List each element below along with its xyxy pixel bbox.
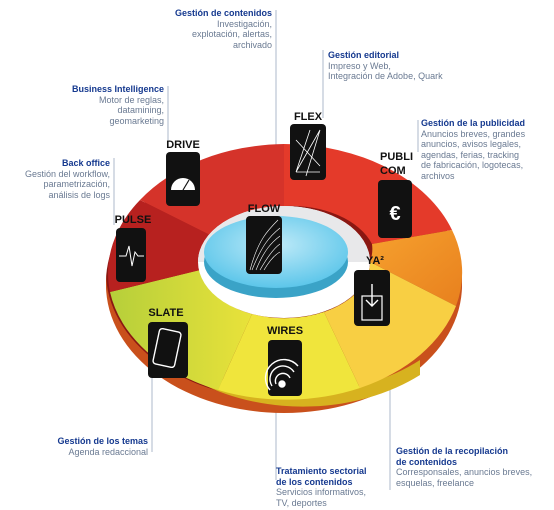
callout-title: Gestión de contenidos <box>174 8 272 18</box>
tile-wires[interactable]: WIRES <box>264 325 303 396</box>
euro-icon: € <box>389 203 400 225</box>
tile-flow[interactable]: FLOW <box>246 203 282 274</box>
callout-title: Gestión de la publicidad <box>421 118 526 128</box>
callout-title: Gestión editorial <box>328 50 400 60</box>
slate-label: SLATE <box>148 307 183 319</box>
callout-gestion-recopilacion: Gestión de la recopilación de contenidos… <box>396 446 552 488</box>
callout-gestion-contenidos: Gestión de contenidos Investigación, exp… <box>140 8 272 50</box>
tile-pulse[interactable]: PULSE <box>115 214 152 282</box>
tile-ya[interactable]: YA² <box>354 255 390 326</box>
segment-publicom <box>370 230 463 306</box>
callout-desc: Corresponsales, anuncios breves, esquela… <box>396 467 533 488</box>
callout-gestion-temas: Gestión de los temas Agenda redaccional <box>10 436 148 457</box>
callout-desc: Gestión del workflow, parametrización, a… <box>24 168 110 200</box>
tile-drive[interactable]: DRIVE <box>166 139 200 206</box>
callout-title: Tratamiento sectorial de los contenidos <box>276 466 367 487</box>
expanding-lines-icon <box>295 129 321 177</box>
pulse-label: PULSE <box>115 214 152 226</box>
callout-title: Back office <box>61 158 110 168</box>
tile-slate[interactable]: SLATE <box>148 307 188 378</box>
ya-label: YA² <box>366 255 384 267</box>
flex-label: FLEX <box>294 111 323 123</box>
callout-desc: Motor de reglas, datamining, geomarketin… <box>98 94 164 126</box>
callout-tratamiento-sectorial: Tratamiento sectorial de los contenidos … <box>276 466 394 508</box>
broadcast-signal-icon <box>264 358 299 391</box>
callout-gestion-publicidad: Gestión de la publicidad Anuncios breves… <box>421 118 553 181</box>
flow-label: FLOW <box>248 203 281 215</box>
tile-flex[interactable]: FLEX <box>290 111 326 180</box>
tile-publicom[interactable]: € PUBLI COM <box>378 151 413 238</box>
wires-label: WIRES <box>267 325 303 337</box>
publicom-label-line1: PUBLI <box>380 151 413 163</box>
callout-gestion-editorial: Gestión editorial Impreso y Web, Integra… <box>328 50 498 82</box>
callout-desc: Anuncios breves, grandes anuncios, aviso… <box>421 128 526 181</box>
tablet-icon <box>152 327 182 369</box>
callout-desc: Agenda redaccional <box>68 446 148 457</box>
publicom-label-line2: COM <box>380 165 406 177</box>
flow-lines-icon <box>249 219 281 271</box>
callout-desc: Investigación, explotación, alertas, arc… <box>191 18 272 50</box>
heartbeat-icon <box>119 245 144 267</box>
callout-back-office: Back office Gestión del workflow, parame… <box>0 158 110 200</box>
callout-title: Business Intelligence <box>71 84 164 94</box>
callout-title: Gestión de los temas <box>57 436 148 446</box>
callout-title: Gestión de la recopilación de contenidos <box>396 446 509 467</box>
drive-label: DRIVE <box>166 139 200 151</box>
segment-drive <box>140 144 284 236</box>
callout-desc: Servicios informativos, TV, deportes <box>276 487 367 508</box>
callout-business-intelligence: Business Intelligence Motor de reglas, d… <box>30 84 164 126</box>
callout-desc: Impreso y Web, Integración de Adobe, Qua… <box>328 60 443 82</box>
